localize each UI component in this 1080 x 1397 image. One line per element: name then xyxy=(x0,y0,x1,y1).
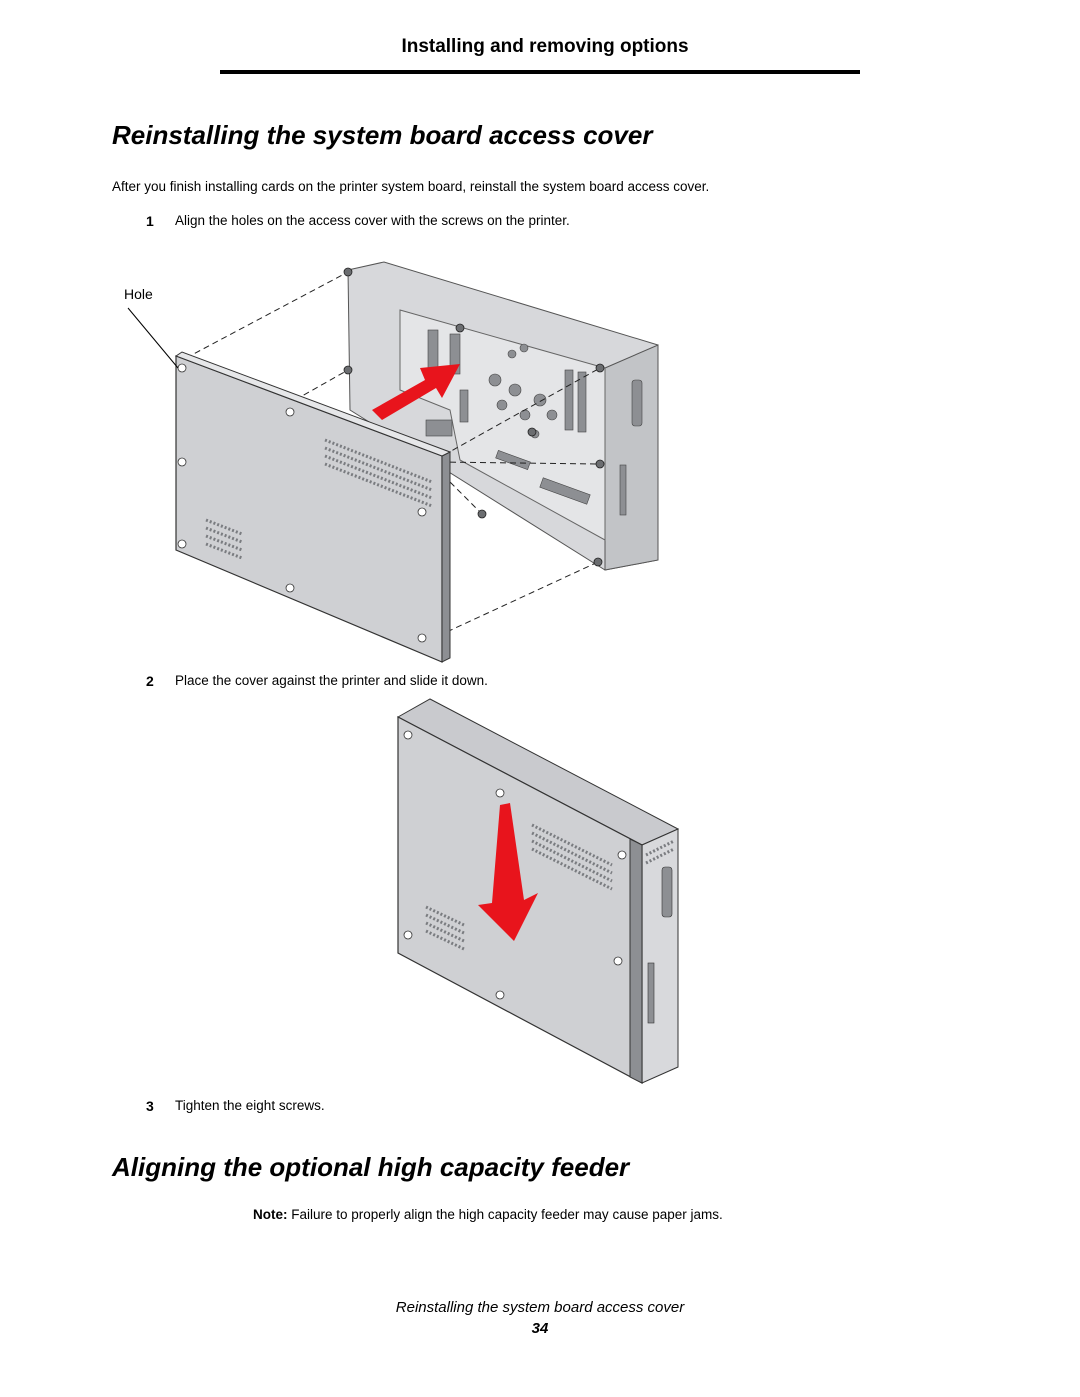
header-rule xyxy=(220,70,860,74)
note-label: Note: xyxy=(253,1207,288,1222)
note: Note: Failure to properly align the high… xyxy=(253,1207,723,1222)
red-arrow-icon xyxy=(372,364,460,420)
step-text: Align the holes on the access cover with… xyxy=(175,213,570,228)
step-number: 1 xyxy=(146,213,154,229)
red-arrow-icon xyxy=(478,803,538,941)
page-number: 34 xyxy=(531,1320,549,1337)
section-heading: Aligning the optional high capacity feed… xyxy=(112,1152,630,1182)
step-number: 2 xyxy=(146,673,154,689)
keyhole-icon xyxy=(177,363,427,643)
vent-grille-icon xyxy=(205,438,433,560)
footer-title: Reinstalling the system board access cov… xyxy=(395,1299,685,1316)
step-text: Place the cover against the printer and … xyxy=(175,673,488,688)
screw-icon xyxy=(343,267,605,567)
note-text: Failure to properly align the high capac… xyxy=(291,1207,723,1222)
section-heading: Reinstalling the system board access cov… xyxy=(112,120,653,150)
figure-align-cover xyxy=(127,261,659,663)
keyhole-icon xyxy=(403,730,627,1000)
step-text: Tighten the eight screws. xyxy=(175,1098,325,1113)
figure-slide-cover xyxy=(396,698,680,1084)
vent-grille-icon xyxy=(425,823,675,951)
hole-callout-label: Hole xyxy=(124,286,153,302)
section-header-title: Installing and removing options xyxy=(401,36,689,57)
intro-paragraph: After you finish installing cards on the… xyxy=(112,179,710,194)
step-number: 3 xyxy=(146,1098,154,1114)
